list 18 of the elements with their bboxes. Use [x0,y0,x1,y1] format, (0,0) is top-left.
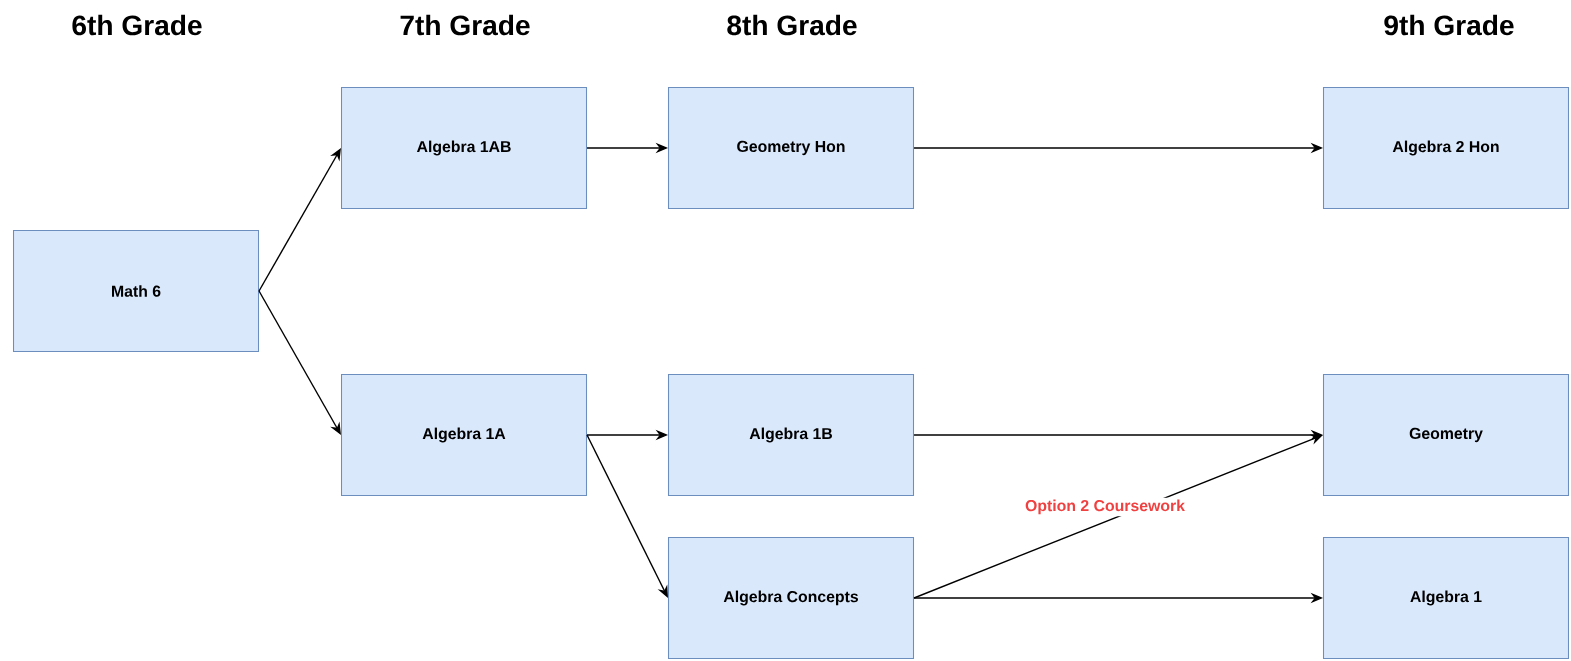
arrow [586,434,668,598]
course-box: Geometry Hon [668,86,915,210]
grade-heading: 6th Grade [72,14,202,36]
edge-label: Option 2 Coursework [1025,499,1185,515]
course-box: Algebra 1A [341,373,588,497]
course-box: Algebra 1 [1322,536,1570,659]
grade-heading: 8th Grade [727,14,857,36]
grade-heading: 7th Grade [400,14,530,36]
grade-heading: 9th Grade [1384,14,1514,36]
arrow [258,148,341,292]
course-box: Algebra 1AB [341,86,588,210]
course-box: Math 6 [13,229,260,352]
course-box: Algebra 1B [668,373,915,497]
arrow [913,434,1323,599]
course-box: Geometry [1322,373,1570,497]
course-box: Algebra Concepts [668,536,915,659]
arrow [258,290,341,435]
course-box: Algebra 2 Hon [1322,86,1570,210]
